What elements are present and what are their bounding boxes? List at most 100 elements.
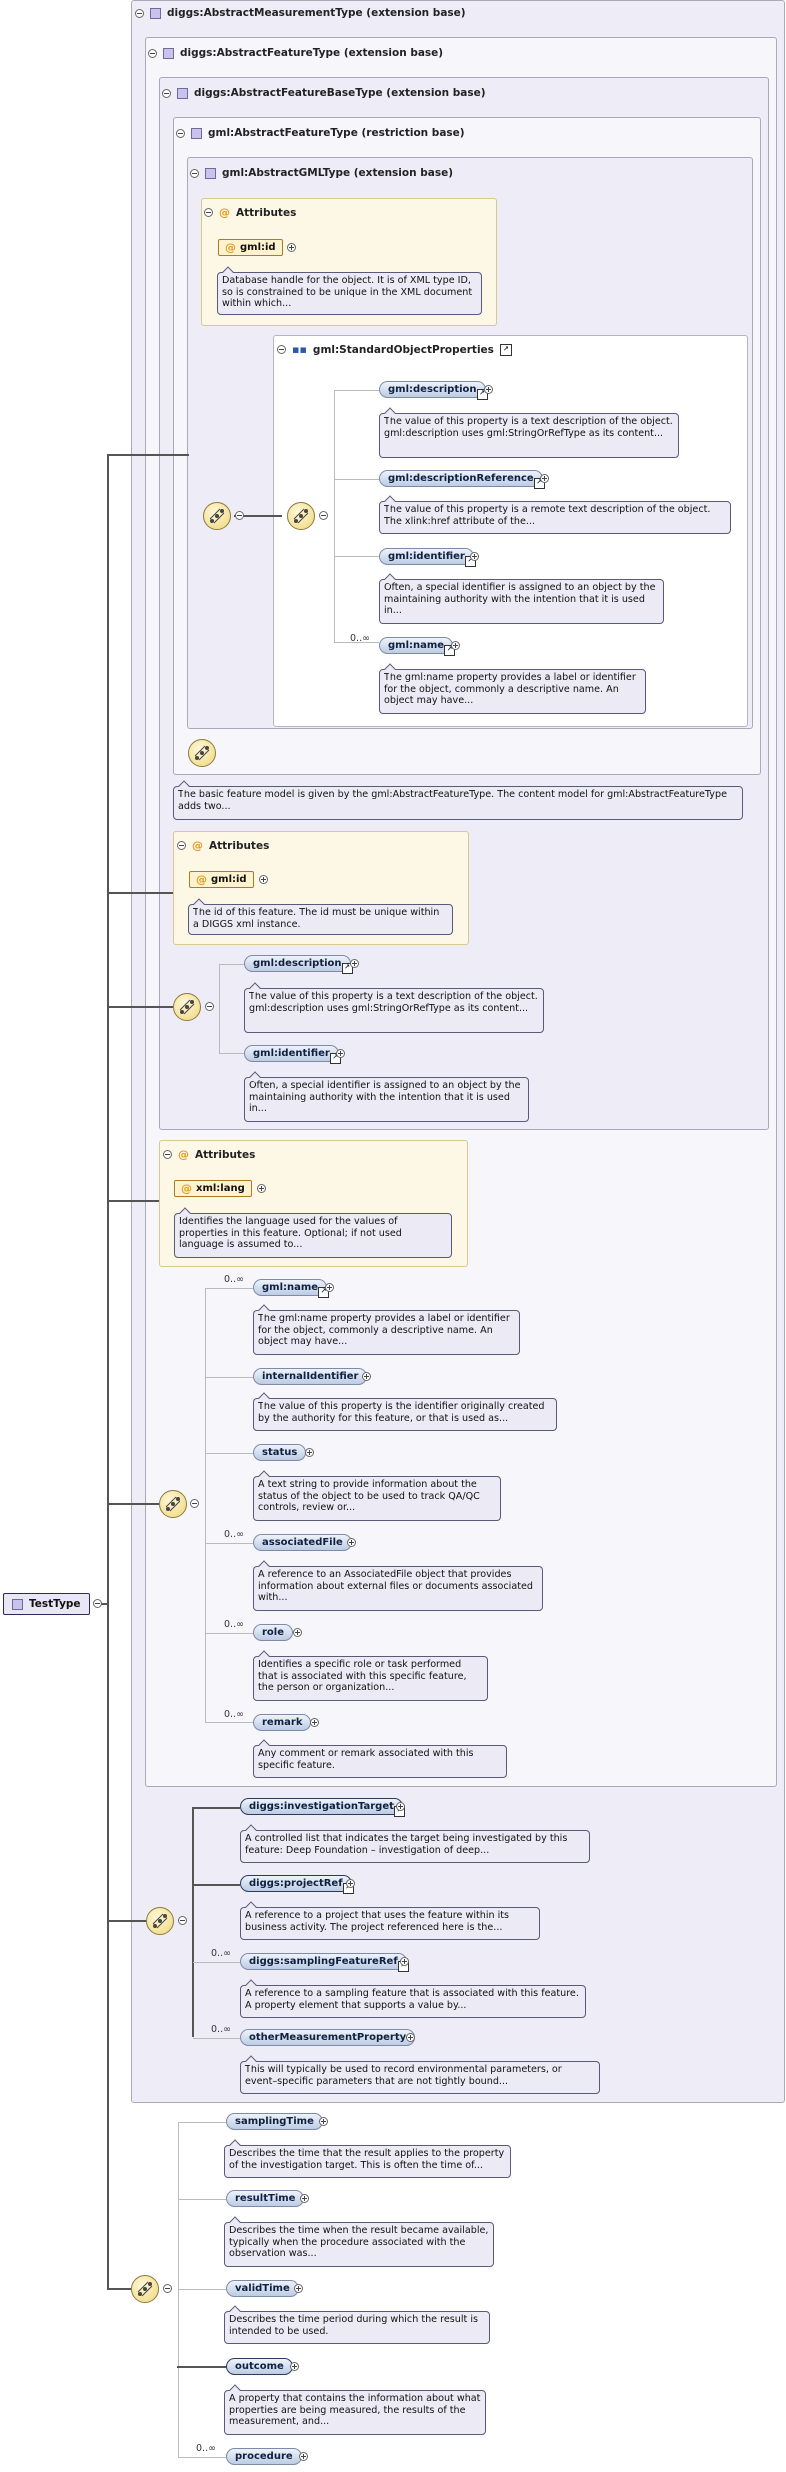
expand-toggle-icon[interactable] [484,385,493,394]
element-status[interactable]: status [253,1444,307,1461]
collapse-toggle-icon[interactable] [176,128,185,138]
element-remark[interactable]: remark [253,1714,312,1731]
expand-toggle-icon[interactable] [347,1538,356,1547]
collapse-toggle-icon[interactable] [178,1916,187,1925]
annotation: Describes the time when the result becam… [224,2222,494,2267]
collapse-toggle-icon[interactable] [319,511,328,520]
connector [234,515,282,517]
expand-toggle-icon[interactable] [406,2033,415,2042]
base-gml-id-attribute[interactable]: @ gml:id [189,871,254,888]
root-type[interactable]: TestType [3,1593,90,1615]
attribute-label: gml:id [211,874,247,885]
expand-toggle-icon[interactable] [305,1448,314,1457]
connector [334,556,379,557]
element-gml-name[interactable]: gml:name↗ [379,637,456,656]
expand-toggle-icon[interactable] [325,1283,334,1292]
connector [193,2038,240,2039]
collapse-toggle-icon[interactable] [205,1002,214,1011]
element-investigation-target[interactable]: diggs:investigationTarget↗ [240,1798,405,1817]
expand-toggle-icon[interactable] [396,1802,405,1811]
sequence-icon[interactable] [146,1907,174,1935]
connector [109,892,173,894]
reference-arrow-icon: ↗ [329,1053,341,1064]
collapse-toggle-icon[interactable] [163,1150,172,1159]
expand-toggle-icon[interactable] [451,641,460,650]
expand-toggle-icon[interactable] [540,474,549,483]
connector [219,1053,244,1054]
collapse-toggle-icon[interactable] [190,1499,199,1508]
sequence-icon[interactable] [287,502,315,530]
feature-type-header: diggs:AbstractFeatureType (extension bas… [148,47,443,59]
expand-toggle-icon[interactable] [336,1049,345,1058]
element-internal-identifier[interactable]: internalIdentifier [253,1368,368,1385]
element-project-ref[interactable]: diggs:projectRef↗ [240,1875,354,1894]
collapse-toggle-icon[interactable] [277,345,286,354]
expand-toggle-icon[interactable] [362,1372,371,1381]
expand-toggle-icon[interactable] [290,2362,299,2371]
collapse-toggle-icon[interactable] [190,168,199,178]
sequence-icon[interactable] [188,739,216,767]
occurrence-label: 0..∞ [211,2024,231,2035]
collapse-toggle-icon[interactable] [235,511,244,520]
collapse-toggle-icon[interactable] [162,88,171,98]
expand-toggle-icon[interactable] [319,2117,328,2126]
expand-toggle-icon[interactable] [294,2284,303,2293]
element-gml-description[interactable]: gml:description↗ [379,381,488,400]
gml-id-attribute[interactable]: @ gml:id [218,239,283,256]
attributes-title: Attributes [209,839,270,852]
annotation: Describes the time period during which t… [224,2311,490,2344]
annotation: The value of this property is the identi… [253,1398,557,1431]
collapse-toggle-icon[interactable] [177,841,186,850]
expand-toggle-icon[interactable] [470,552,479,561]
occurrence-label: 0..∞ [224,1529,244,1540]
reference-arrow-icon: ↗ [341,963,353,974]
connector [178,2289,226,2290]
element-sampling-time[interactable]: samplingTime [226,2113,323,2130]
sequence-icon[interactable] [203,502,231,530]
sequence-icon[interactable] [131,2275,159,2303]
connector [205,1453,255,1454]
xml-lang-attribute[interactable]: @ xml:lang [174,1180,252,1197]
collapse-toggle-icon[interactable] [93,1599,102,1608]
element-sampling-feature-ref[interactable]: diggs:samplingFeatureRef↗ [240,1953,409,1972]
connector [177,2366,226,2368]
expand-toggle-icon[interactable] [346,1879,355,1888]
expand-toggle-icon[interactable] [310,1718,319,1727]
element-gml-identifier[interactable]: gml:identifier↗ [244,1045,341,1064]
expand-toggle-icon[interactable] [257,1184,266,1193]
expand-toggle-icon[interactable] [400,1957,409,1966]
element-gml-description-reference[interactable]: gml:descriptionReference↗ [379,470,545,489]
connector [334,642,379,643]
connector [192,1884,240,1886]
element-outcome[interactable]: outcome [226,2358,293,2375]
element-gml-description[interactable]: gml:description↗ [244,955,353,974]
expand-toggle-icon[interactable] [299,2452,308,2461]
element-associated-file[interactable]: associatedFile [253,1534,352,1551]
collapse-toggle-icon[interactable] [204,208,213,217]
element-gml-identifier[interactable]: gml:identifier↗ [379,548,476,567]
connector [109,1200,159,1202]
expand-toggle-icon[interactable] [300,2194,309,2203]
element-procedure[interactable]: procedure [226,2448,302,2465]
connector [205,1288,255,1289]
collapse-toggle-icon[interactable] [148,48,157,58]
collapse-toggle-icon[interactable] [163,2284,172,2293]
annotation: Often, a special identifier is assigned … [379,579,664,624]
expand-toggle-icon[interactable] [259,875,268,884]
element-other-measurement-property[interactable]: otherMeasurementProperty [240,2029,416,2046]
element-role[interactable]: role [253,1624,294,1641]
sequence-icon[interactable] [173,993,201,1021]
expand-toggle-icon[interactable] [287,243,296,252]
annotation: The gml:name property provides a label o… [379,669,646,714]
group-label: gml:StandardObjectProperties [312,343,494,356]
annotation: A controlled list that indicates the tar… [240,1830,590,1863]
element-valid-time[interactable]: validTime [226,2280,299,2297]
attribute-icon: @ [181,1182,192,1195]
collapse-toggle-icon[interactable] [135,8,144,18]
element-gml-name[interactable]: gml:name↗ [253,1279,330,1298]
expand-toggle-icon[interactable] [293,1628,302,1637]
sequence-icon[interactable] [159,1490,187,1518]
connector [205,1288,206,1722]
element-result-time[interactable]: resultTime [226,2190,305,2207]
expand-toggle-icon[interactable] [350,959,359,968]
